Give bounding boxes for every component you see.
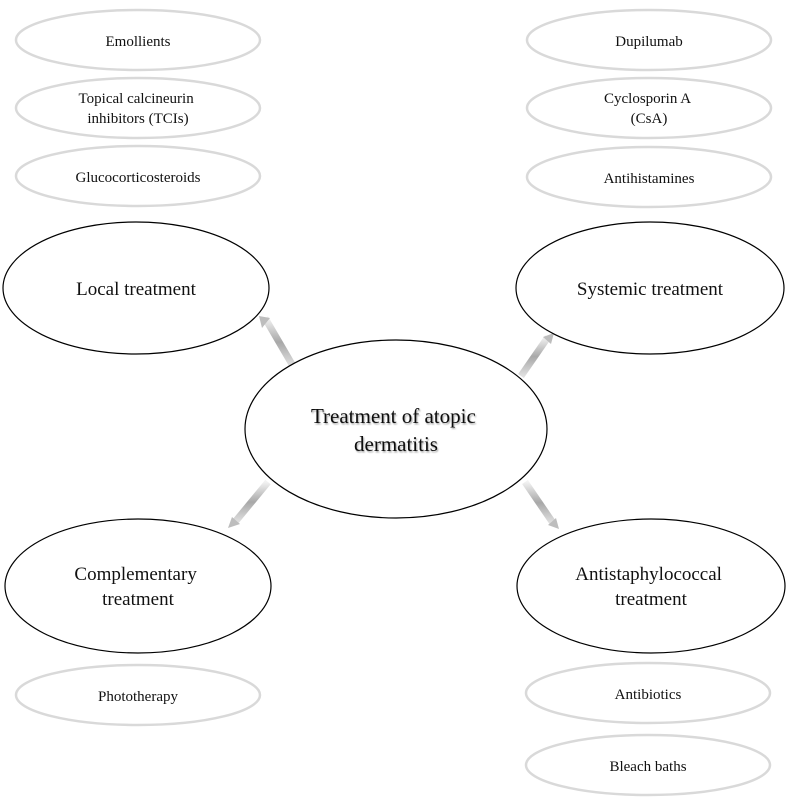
item-oval	[14, 76, 262, 140]
item-glucocorticosteroids: Glucocorticosteroids	[14, 144, 262, 208]
arrow-to-antistaphylococcal-treatment	[522, 480, 556, 525]
item-antibiotics: Antibiotics	[524, 661, 772, 725]
item-oval	[525, 145, 773, 209]
item-antihistamines: Antihistamines	[525, 145, 773, 209]
item-oval	[524, 733, 772, 797]
item-label: Glucocorticosteroids	[76, 170, 201, 186]
center-label: Treatment of atopic dermatitis	[311, 404, 481, 456]
item-label: Antibiotics	[615, 687, 682, 703]
item-label: Emollients	[106, 34, 171, 50]
node-systemic-treatment: Systemic treatment	[515, 221, 785, 355]
node-oval	[516, 518, 786, 654]
item-oval	[524, 661, 772, 725]
item-label: Dupilumab	[615, 34, 683, 50]
node-antistaphylococcal-treatment: Antistaphylococcal treatment	[516, 518, 786, 654]
node-oval	[2, 221, 270, 355]
arrow-head-systemic	[543, 333, 554, 344]
node-oval	[4, 518, 272, 654]
arrow-to-complementary-treatment	[232, 479, 271, 525]
arrow-head-local	[259, 316, 270, 328]
item-label: Phototherapy	[98, 689, 178, 705]
connector-arrows	[228, 316, 559, 529]
item-dupilumab: Dupilumab	[525, 8, 773, 72]
item-oval	[14, 144, 262, 208]
item-bleach-baths: Bleach baths	[524, 733, 772, 797]
node-label: Complementary treatment	[74, 564, 201, 610]
sub-items: Emollients Topical calcineurin inhibitor…	[14, 8, 773, 797]
item-topical-calcineurin-inhibitors: Topical calcineurin inhibitors (TCIs)	[14, 76, 262, 140]
item-label: Topical calcineurin inhibitors (TCIs)	[79, 91, 198, 127]
item-emollients: Emollients	[14, 8, 262, 72]
node-oval	[515, 221, 785, 355]
item-cyclosporin-a: Cyclosporin A (CsA)	[525, 76, 773, 140]
node-label: Antistaphylococcal treatment	[575, 564, 726, 610]
arrow-to-local-treatment	[261, 316, 297, 368]
node-complementary-treatment: Complementary treatment	[4, 518, 272, 654]
node-center-treatment-of-atopic-dermatitis: Treatment of atopic dermatitis	[244, 339, 548, 519]
item-oval	[14, 663, 262, 727]
item-label: Bleach baths	[609, 759, 686, 775]
item-phototherapy: Phototherapy	[14, 663, 262, 727]
arrow-head-antistaphylococcal	[548, 518, 559, 529]
item-oval	[525, 76, 773, 140]
item-oval	[14, 8, 262, 72]
item-oval	[525, 8, 773, 72]
node-label: Local treatment	[76, 279, 196, 300]
node-label: Systemic treatment	[577, 279, 724, 300]
item-label: Cyclosporin A (CsA)	[604, 91, 694, 127]
node-local-treatment: Local treatment	[2, 221, 270, 355]
item-label: Antihistamines	[604, 171, 695, 187]
center-oval	[244, 339, 548, 519]
main-nodes: Local treatment Systemic treatment Compl…	[2, 221, 786, 654]
arrow-head-complementary	[228, 517, 240, 528]
arrow-to-systemic-treatment	[518, 335, 551, 378]
